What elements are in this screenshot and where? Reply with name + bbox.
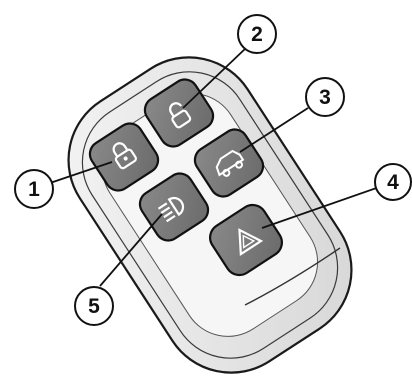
callout-2-label: 2: [251, 23, 263, 46]
lock-button[interactable]: [85, 119, 163, 196]
callout-4-label: 4: [387, 171, 399, 194]
hazard-icon: [238, 228, 264, 257]
leader-line-3: [239, 107, 309, 153]
callout-1: 1: [14, 169, 54, 209]
callout-3-label: 3: [319, 86, 331, 109]
lock-icon: [112, 142, 137, 170]
unlock-icon: [169, 102, 192, 129]
leader-lines: [49, 47, 386, 287]
headlight-icon: [157, 196, 185, 223]
callout-4: 4: [374, 163, 412, 201]
callout-5: 5: [74, 286, 114, 326]
callout-5-label: 5: [88, 295, 100, 318]
leader-line-4: [261, 184, 386, 229]
leader-line-2: [182, 47, 247, 109]
callout-1-label: 1: [28, 178, 40, 201]
tailgate-button[interactable]: [190, 125, 268, 202]
hazard-button[interactable]: [205, 200, 287, 281]
leader-line-1: [49, 161, 113, 184]
headlight-button[interactable]: [135, 169, 213, 246]
callout-3: 3: [305, 77, 345, 117]
leader-line-5: [99, 213, 163, 287]
tailgate-icon: [215, 149, 245, 177]
callout-2: 2: [237, 14, 277, 54]
